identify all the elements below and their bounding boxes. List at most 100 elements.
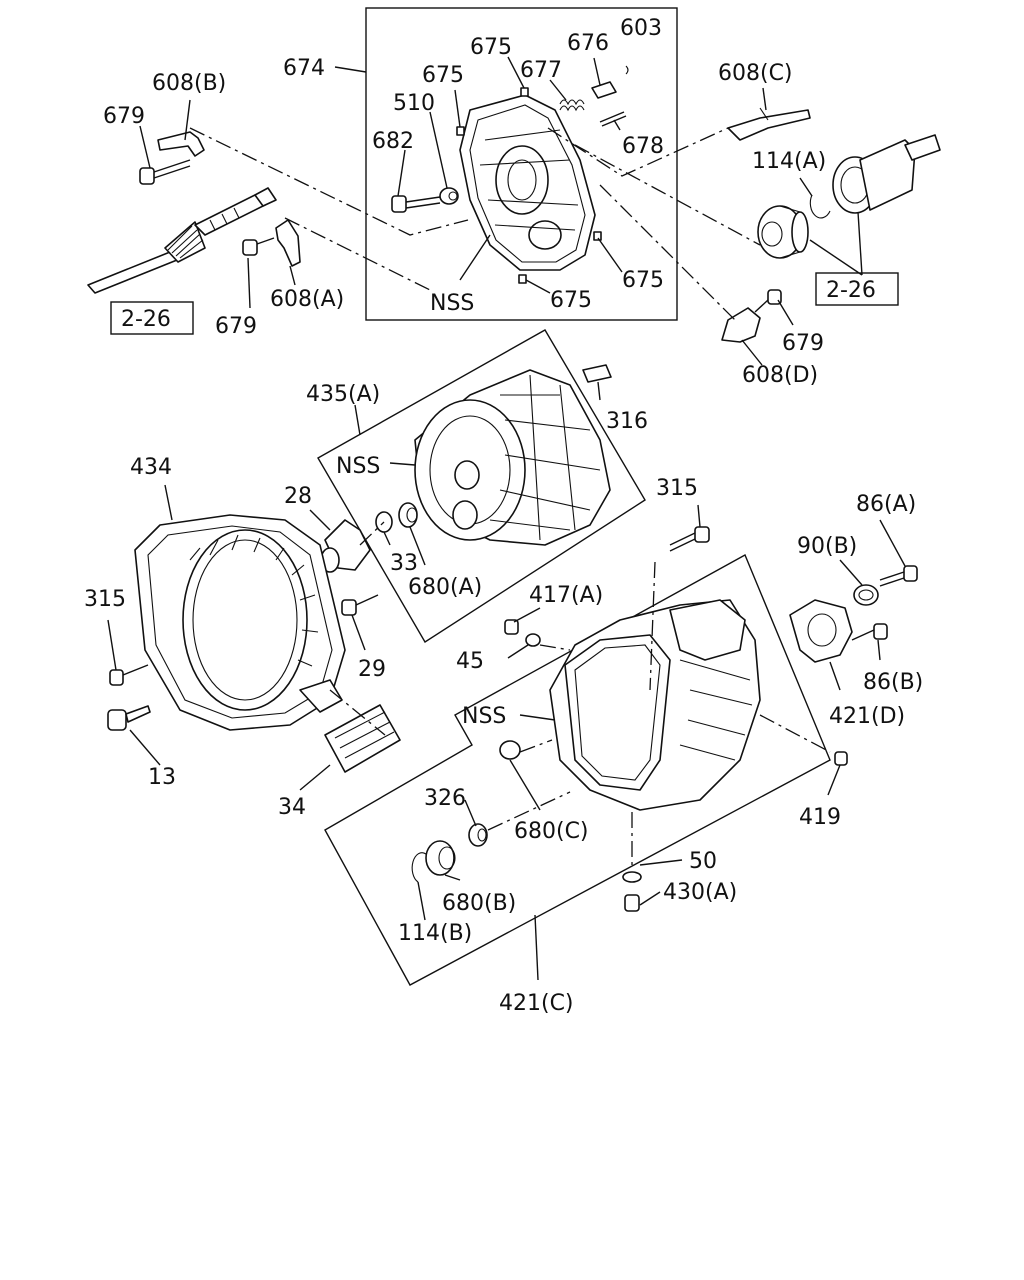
seal-326 bbox=[468, 823, 488, 847]
bushing-510 bbox=[439, 187, 459, 205]
label-34: 34 bbox=[278, 795, 306, 820]
rear-case-plate bbox=[459, 94, 596, 271]
spring-677 bbox=[559, 99, 585, 112]
ref-box-2-26-right bbox=[815, 272, 899, 306]
label-86a: 86(A) bbox=[856, 492, 916, 517]
snap-ring-114b bbox=[411, 852, 427, 883]
plug-430a bbox=[624, 894, 640, 912]
snap-ring-114a bbox=[809, 194, 831, 219]
washer-50 bbox=[622, 871, 642, 883]
label-674: 674 bbox=[283, 56, 325, 81]
label-680c: 680(C) bbox=[514, 819, 589, 844]
front-case bbox=[414, 369, 611, 546]
label-326: 326 bbox=[424, 786, 466, 811]
label-677: 677 bbox=[520, 58, 562, 83]
main-case-421c bbox=[549, 599, 761, 811]
bolt-679-lower bbox=[242, 237, 275, 256]
label-675-bottom: 675 bbox=[550, 288, 592, 313]
label-608b: 608(B) bbox=[152, 71, 226, 96]
pin-675-upper bbox=[520, 87, 529, 97]
label-315-left: 315 bbox=[84, 587, 126, 612]
label-675-top: 675 bbox=[470, 35, 512, 60]
bolt-13 bbox=[107, 705, 151, 731]
label-682: 682 bbox=[372, 129, 414, 154]
bolt-315-left bbox=[109, 664, 149, 686]
label-510: 510 bbox=[393, 91, 435, 116]
input-gear bbox=[832, 134, 941, 214]
plunger-676 bbox=[591, 81, 617, 99]
bolt-86b bbox=[851, 623, 888, 641]
label-608c: 608(C) bbox=[718, 61, 793, 86]
group-421c-box bbox=[324, 554, 831, 986]
label-680b: 680(B) bbox=[442, 891, 516, 916]
label-417a: 417(A) bbox=[529, 583, 603, 608]
bolt-86a bbox=[879, 565, 918, 587]
label-419: 419 bbox=[799, 805, 841, 830]
label-2-26-right: 2-26 bbox=[826, 278, 876, 303]
label-679-upper: 679 bbox=[103, 104, 145, 129]
label-2-26-left: 2-26 bbox=[121, 307, 171, 332]
label-28: 28 bbox=[284, 484, 312, 509]
bolt-315-right bbox=[669, 526, 710, 552]
group-674-box bbox=[365, 7, 678, 321]
label-430a: 430(A) bbox=[663, 880, 737, 905]
label-29: 29 bbox=[358, 657, 386, 682]
shift-fork-608a bbox=[275, 219, 301, 267]
extension-421d bbox=[789, 599, 853, 663]
label-676: 676 bbox=[567, 31, 609, 56]
o-ring-45 bbox=[525, 633, 541, 647]
pin-678 bbox=[599, 111, 627, 127]
main-shaft bbox=[87, 187, 277, 294]
label-nss-bottom: NSS bbox=[462, 704, 506, 729]
pin-675-right bbox=[593, 231, 602, 241]
label-608a: 608(A) bbox=[270, 287, 344, 312]
label-434: 434 bbox=[130, 455, 172, 480]
pin-675-bottom bbox=[518, 274, 527, 284]
shift-fork-608d bbox=[721, 307, 761, 343]
bearing bbox=[757, 205, 809, 259]
bolt-29 bbox=[341, 594, 379, 616]
ref-box-2-26-left bbox=[110, 301, 194, 335]
bushing-680b bbox=[425, 840, 456, 876]
bell-housing-434 bbox=[134, 514, 346, 731]
label-nss-top: NSS bbox=[430, 291, 474, 316]
label-33: 33 bbox=[390, 551, 418, 576]
bolt-679-right bbox=[754, 289, 782, 313]
label-114b: 114(B) bbox=[398, 921, 472, 946]
label-316: 316 bbox=[606, 409, 648, 434]
bolt-417a bbox=[504, 619, 519, 635]
label-603: 603 bbox=[620, 16, 662, 41]
label-13: 13 bbox=[148, 765, 176, 790]
bushing-680c bbox=[499, 740, 521, 760]
label-421d: 421(D) bbox=[829, 704, 905, 729]
shift-fork-608c bbox=[727, 107, 811, 141]
label-421c: 421(C) bbox=[499, 991, 574, 1016]
label-675-right: 675 bbox=[622, 268, 664, 293]
label-114a: 114(A) bbox=[752, 149, 826, 174]
seal-90b bbox=[853, 584, 879, 606]
label-680a: 680(A) bbox=[408, 575, 482, 600]
label-50: 50 bbox=[689, 849, 717, 874]
label-679-right: 679 bbox=[782, 331, 824, 356]
label-45: 45 bbox=[456, 649, 484, 674]
label-608d: 608(D) bbox=[742, 363, 818, 388]
label-nss-mid: NSS bbox=[336, 454, 380, 479]
cover-34 bbox=[324, 704, 401, 773]
label-678: 678 bbox=[622, 134, 664, 159]
pin-675-left bbox=[456, 126, 465, 136]
shift-fork-608b bbox=[157, 131, 205, 157]
bolt-682 bbox=[391, 195, 441, 213]
label-679-lower: 679 bbox=[215, 314, 257, 339]
label-86b: 86(B) bbox=[863, 670, 923, 695]
label-435a: 435(A) bbox=[306, 382, 380, 407]
label-90b: 90(B) bbox=[797, 534, 857, 559]
clip-603 bbox=[625, 65, 629, 75]
block-316 bbox=[582, 364, 612, 383]
label-675-mid: 675 bbox=[422, 63, 464, 88]
bolt-679-upper bbox=[139, 159, 191, 185]
bushing-680a bbox=[398, 502, 418, 528]
group-435a-box bbox=[317, 329, 646, 643]
bolt-419 bbox=[834, 751, 848, 766]
label-315-right: 315 bbox=[656, 476, 698, 501]
